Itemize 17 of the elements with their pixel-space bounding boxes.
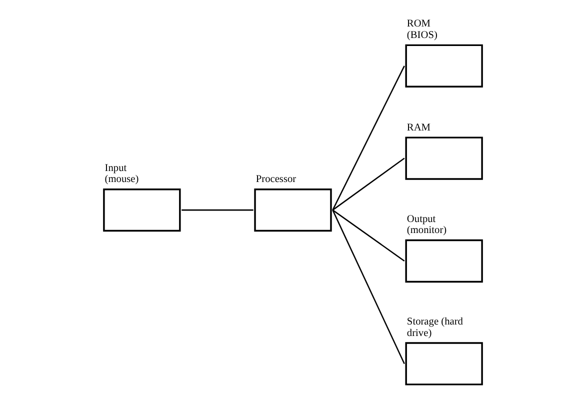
- node-box: [404, 239, 482, 283]
- node-label: Storage (hard drive): [406, 316, 462, 339]
- node-box: [254, 188, 332, 232]
- connector: [332, 158, 404, 211]
- node-box: [404, 342, 482, 386]
- connector: [332, 66, 404, 210]
- connector: [332, 210, 404, 262]
- node-label: Output (monitor): [406, 214, 446, 236]
- node-box: [404, 44, 482, 88]
- connector: [181, 209, 253, 211]
- node-label: ROM (BIOS): [406, 18, 437, 41]
- node-label: Processor: [255, 174, 296, 186]
- node-label: RAM: [406, 122, 430, 134]
- connector: [332, 210, 404, 364]
- node-label: Input (mouse): [104, 162, 138, 186]
- node-box: [404, 136, 482, 180]
- node-box: [102, 188, 180, 232]
